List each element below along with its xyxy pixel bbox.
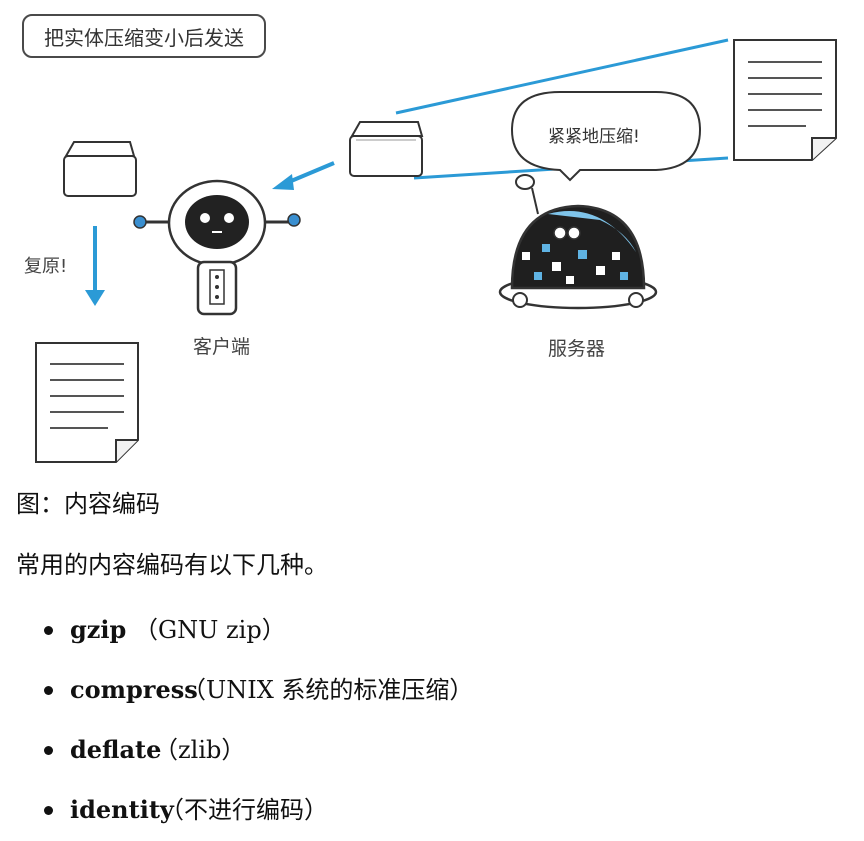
intro-paragraph: 常用的内容编码有以下几种。 (16, 551, 328, 579)
speech-bubble-icon (510, 91, 702, 182)
client-robot-icon (133, 179, 301, 316)
encoding-description: （GNU zip） (134, 616, 286, 644)
encoding-description: （zlib） (154, 736, 246, 764)
client-label: 客户端 (193, 336, 251, 358)
encoding-name: gzip (70, 615, 127, 644)
bullet-icon (44, 626, 53, 635)
figure-caption-box: 把实体压缩变小后发送 (22, 14, 266, 58)
bullet-icon (44, 806, 53, 815)
restored-document-icon (35, 342, 139, 463)
encoding-description: （不进行编码） (160, 796, 328, 824)
bullet-icon (44, 686, 53, 695)
received-box-icon (63, 141, 137, 197)
original-document-icon (733, 39, 837, 161)
figure-caption: 图：内容编码 (16, 490, 160, 518)
encoding-name: identity (70, 795, 174, 824)
figure-illustration (35, 38, 837, 463)
speech-bubble-text: 紧紧地压缩! (548, 127, 640, 147)
encoding-name: deflate (70, 735, 162, 764)
content-encoding-figure: 把实体压缩变小后发送 紧紧地压缩! 复原! 客户端 服务器 (22, 14, 837, 463)
server-robot-icon (498, 174, 658, 310)
restore-label: 复原! (24, 256, 68, 277)
beam-top-line (395, 38, 729, 115)
encoding-name: compress (70, 675, 198, 704)
bullet-icon (44, 746, 53, 755)
arrow-down-icon (85, 226, 105, 306)
arrow-to-client-icon (272, 161, 335, 190)
encoding-description: （UNIX 系统的标准压缩） (182, 676, 474, 704)
server-label: 服务器 (548, 338, 606, 360)
compressed-box-icon (349, 121, 424, 177)
